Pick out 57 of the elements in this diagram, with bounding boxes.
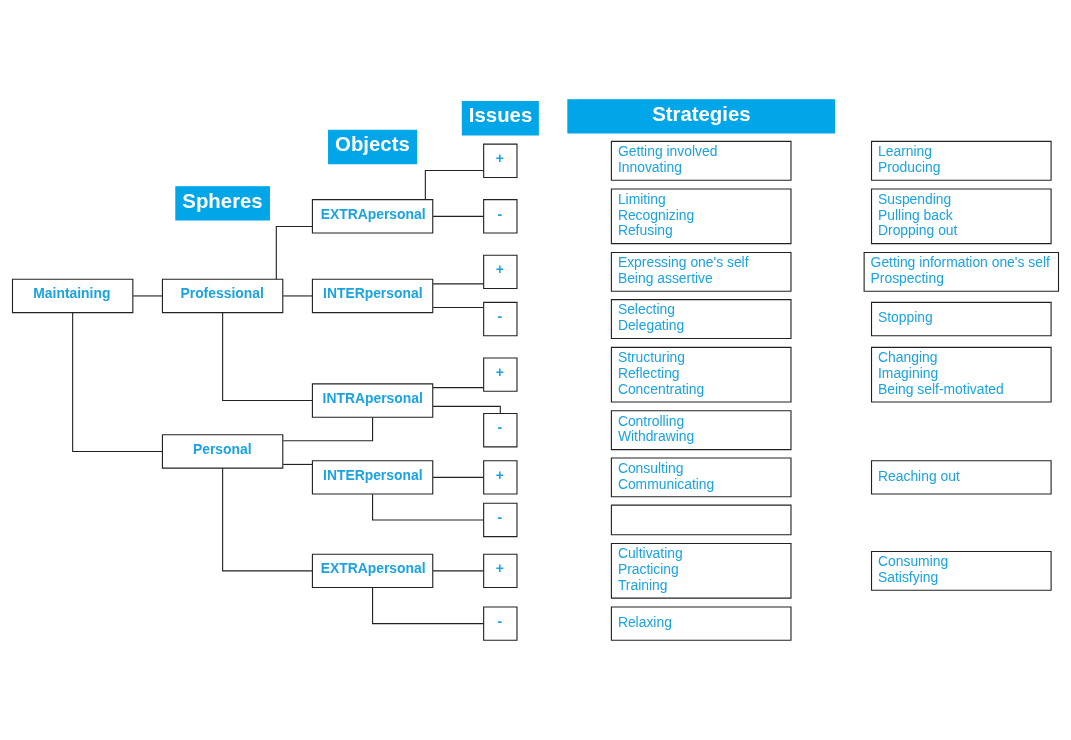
connector (432, 570, 485, 572)
node-box: - (483, 502, 518, 538)
node-box: Maintaining (11, 278, 134, 314)
connector (424, 169, 484, 201)
node-box: Structuring Reflecting Concentrating (610, 346, 792, 403)
connector (372, 493, 485, 521)
node-box: + (483, 143, 518, 178)
node-box: EXTRApersonal (311, 199, 434, 234)
connector (72, 312, 163, 452)
node-box: Reaching out (870, 460, 1052, 495)
node-box: Learning Producing (870, 140, 1052, 181)
node-box: Limiting Recognizing Refusing (610, 188, 792, 245)
node-box: Objects (328, 129, 418, 165)
connector (282, 295, 313, 297)
node-box: Controlling Withdrawing (610, 410, 792, 451)
node-box: Strategies (567, 99, 836, 134)
connector (432, 476, 485, 478)
node-box: + (483, 553, 518, 589)
node-box: EXTRApersonal (311, 553, 434, 589)
node-box: + (483, 357, 518, 392)
node-box: + (483, 254, 518, 290)
node-box: INTRApersonal (311, 383, 434, 418)
node-box: Spheres (175, 186, 270, 221)
connector (432, 215, 485, 217)
node-box: - (483, 301, 518, 337)
connector (222, 467, 313, 572)
node-box: Suspending Pulling back Dropping out (870, 188, 1052, 245)
node-box: Changing Imagining Being self-motivated (870, 346, 1052, 403)
connector (275, 225, 313, 280)
connector (132, 295, 163, 297)
node-box: + (483, 460, 518, 495)
node-box: Consulting Communicating (610, 457, 792, 498)
node-box: Expressing one's self Being assertive (610, 251, 792, 292)
connector (432, 387, 485, 389)
node-box: - (483, 412, 518, 448)
node-box: Stopping (870, 301, 1052, 337)
node-box: Cultivating Practicing Training (610, 543, 792, 599)
node-box (610, 504, 792, 536)
node-box: Professional (161, 278, 284, 314)
node-box: Personal (161, 434, 284, 469)
node-box: Issues (461, 101, 539, 136)
node-box: INTERpersonal (311, 278, 434, 314)
connector (372, 587, 485, 625)
node-box: Selecting Delegating (610, 299, 792, 340)
node-box: Relaxing (610, 606, 792, 641)
node-box: Getting information one's self Prospecting (863, 251, 1060, 292)
connector (432, 405, 501, 414)
node-box: Getting involved Innovating (610, 140, 792, 181)
connector (432, 283, 485, 285)
node-box: Consuming Satisfying (870, 550, 1052, 591)
connector (282, 416, 374, 442)
node-box: - (483, 606, 518, 641)
node-box: INTERpersonal (311, 460, 434, 495)
connector (222, 312, 313, 402)
connector (432, 306, 485, 309)
connector (282, 463, 313, 465)
node-box: - (483, 199, 518, 234)
